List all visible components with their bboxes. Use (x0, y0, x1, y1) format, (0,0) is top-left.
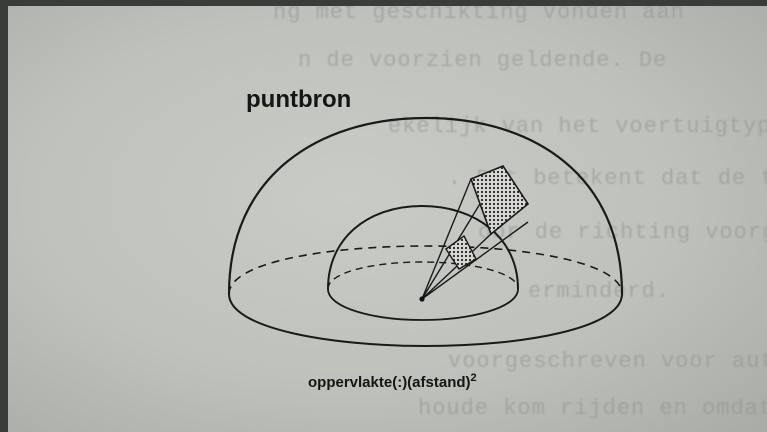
diagram-title: puntbron (246, 86, 352, 113)
background-text-line: erminderd. (528, 279, 671, 304)
point-source-dot (419, 296, 425, 302)
background-text-line: ng met geschikting vonden aan (273, 6, 685, 25)
diagram-caption: oppervlakte(:)(afstand)2 (308, 372, 477, 391)
outer-base-front (228, 293, 623, 348)
inner-base-back (327, 261, 519, 290)
caption-exponent: 2 (470, 372, 477, 384)
cone-lines (421, 165, 529, 300)
caption-text: oppervlakte(:)(afstand) (308, 374, 471, 391)
background-text-line: voorgeschreven voor autobussen, (448, 349, 767, 374)
point-source-diagram (227, 116, 624, 348)
document-page: ng met geschikting vonden aan n de voorz… (8, 6, 767, 432)
background-text-line: houde kom rijden en omdat het (418, 396, 767, 421)
inner-area-patch (445, 234, 477, 270)
inner-hemisphere-arc (327, 204, 519, 290)
outer-base-back (228, 245, 623, 295)
background-text-line: n de voorzien geldende. De (298, 48, 668, 73)
inner-base-front (327, 288, 519, 321)
outer-hemisphere-arc (227, 116, 624, 295)
background-text-line: . Dit betekent dat de toegestane (448, 166, 767, 191)
outer-area-patch (469, 165, 530, 236)
